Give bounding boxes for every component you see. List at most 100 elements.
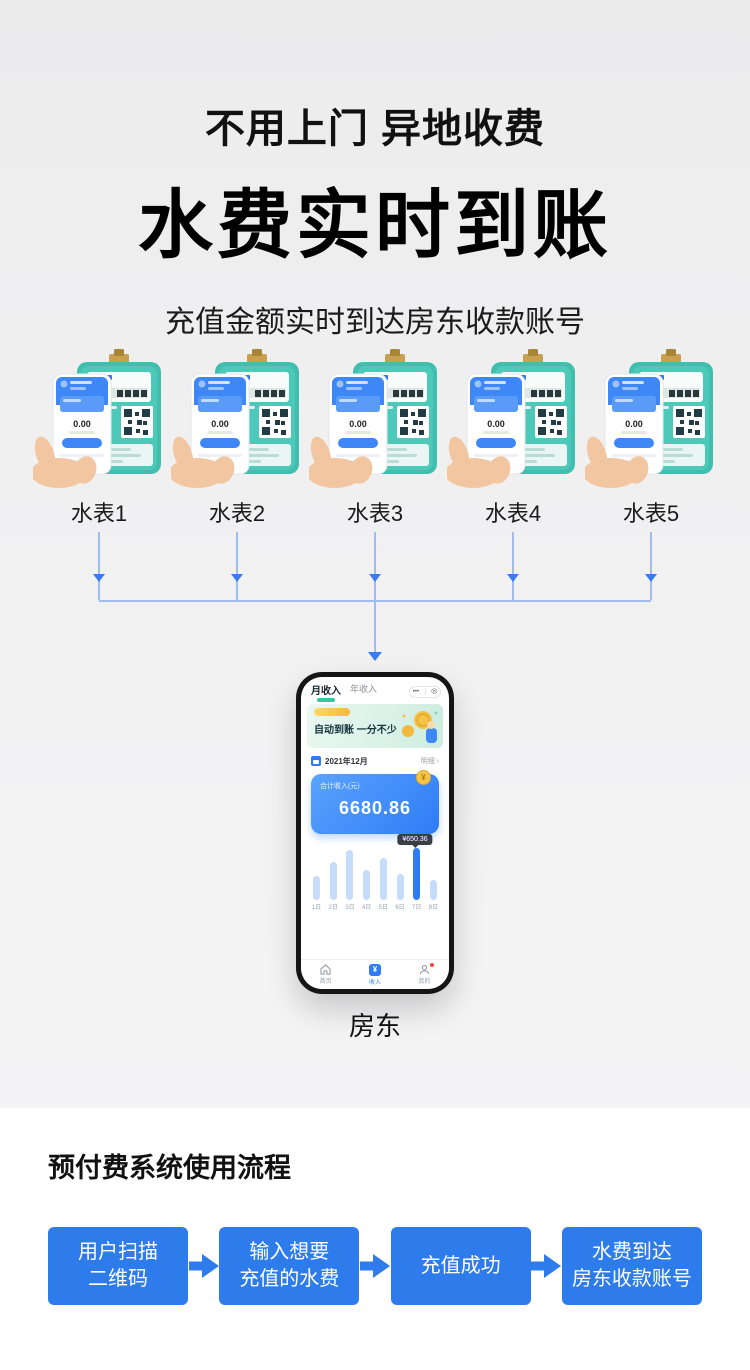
- chart-tooltip-value: ¥650.36: [402, 836, 428, 843]
- banner-badge: [314, 708, 350, 716]
- chart-x-label: 3日: [345, 905, 355, 911]
- meter-label: 水表1: [70, 501, 128, 526]
- water-meter-illustration: 0.00: [171, 349, 299, 488]
- down-arrow-icon: [93, 574, 105, 582]
- home-icon: [320, 964, 331, 975]
- meter-label: 水表2: [208, 501, 266, 526]
- chart-bar-7日: 7日: [411, 848, 422, 911]
- hand-illustration: [309, 436, 373, 488]
- chart-bar-6日: 6日: [395, 848, 406, 911]
- app-header: 月收入 年收入 ••• ◎: [301, 677, 449, 702]
- down-arrow-icon: [231, 574, 243, 582]
- meter-phone-illustration: 0.00: [190, 373, 250, 475]
- user-icon: [419, 965, 429, 975]
- nav-mine-label: 我的: [418, 979, 431, 985]
- flow-step-2: 输入想要 充值的水费: [219, 1227, 360, 1305]
- miniprogram-capsule[interactable]: ••• ◎: [409, 685, 441, 698]
- more-icon: •••: [412, 688, 420, 695]
- meter-phone-balance: 0.00: [487, 419, 505, 429]
- chevron-right-icon: ›: [436, 758, 439, 765]
- connector-center-line: [374, 602, 376, 660]
- flow-step-4: 水费到达 房东收款账号: [561, 1227, 702, 1305]
- meter-phone-balance: 0.00: [211, 419, 229, 429]
- down-arrow-icon: [368, 652, 382, 661]
- income-card-label: 合计收入(元): [320, 783, 360, 790]
- meter-item: 0.00 水表3: [306, 348, 444, 528]
- water-meter-illustration: 0.00: [309, 349, 437, 488]
- hand-illustration: [447, 436, 511, 488]
- chart-x-label: 4日: [361, 905, 372, 911]
- hero-subtitle-top: 不用上门 异地收费: [204, 107, 546, 151]
- flow-section: 预付费系统使用流程 用户扫描 二维码输入想要 充值的水费充值成功水费到达 房东收…: [0, 1108, 750, 1370]
- qr-code-icon: [262, 409, 288, 435]
- connector-line: [98, 532, 100, 600]
- selected-month[interactable]: 2021年12月: [325, 756, 368, 766]
- flow-step-3: 充值成功: [390, 1227, 531, 1305]
- meter-label: 水表5: [622, 501, 680, 526]
- chart-bar-1日: 1日: [311, 848, 322, 911]
- chart-x-label: 2日: [328, 905, 338, 911]
- meters-row: 0.00 水表1: [30, 348, 720, 528]
- meter-item: 0.00 水表5: [582, 348, 720, 528]
- income-amount: 6680.86: [338, 798, 412, 818]
- notification-dot: [430, 963, 435, 967]
- nav-mine[interactable]: 我的: [400, 960, 449, 989]
- connector-line: [650, 532, 652, 600]
- bottom-nav: 首页 ¥ 收入 我的: [301, 959, 449, 989]
- hand-illustration: [33, 436, 97, 488]
- qr-code-icon: [400, 409, 426, 435]
- connector-line: [512, 532, 514, 600]
- income-icon: ¥: [368, 963, 381, 976]
- meter-phone-illustration: 0.00: [466, 373, 526, 475]
- flow-title: 预付费系统使用流程: [48, 1153, 291, 1183]
- tab-month-income[interactable]: 月收入: [311, 682, 341, 702]
- date-row: 2021年12月 明细 ›: [311, 753, 439, 769]
- coins-illustration: [402, 711, 438, 743]
- income-bar-chart: ¥650.36 1日 2日 3日 4日 5日 6日 7日 8日: [301, 834, 449, 926]
- hero-subtitle-bottom: 充值金额实时到达房东收款账号: [165, 306, 585, 339]
- hand-illustration: [171, 436, 235, 488]
- chart-bar-5日: 5日: [378, 848, 389, 911]
- nav-income[interactable]: ¥ 收入: [350, 960, 399, 989]
- qr-code-icon: [124, 409, 150, 435]
- chart-bar-3日: 3日: [344, 848, 355, 911]
- tab-year-income[interactable]: 年收入: [350, 683, 378, 694]
- down-arrow-icon: [507, 574, 519, 582]
- meter-label: 水表4: [484, 501, 542, 526]
- chart-bar-4日: 4日: [361, 848, 372, 911]
- flow-arrow-icon: [188, 1254, 219, 1278]
- qr-code-icon: [676, 409, 702, 435]
- water-meter-illustration: 0.00: [447, 349, 575, 488]
- water-meter-illustration: 0.00: [585, 349, 713, 488]
- chart-bars: 1日 2日 3日 4日 5日 6日 7日 8日: [311, 848, 439, 911]
- meter-item: 0.00 水表1: [30, 348, 168, 528]
- chart-x-label: 8日: [428, 905, 439, 911]
- connector-diagram: [30, 528, 720, 673]
- connector-line: [374, 532, 376, 600]
- meter-label: 水表3: [346, 501, 404, 526]
- chart-x-label: 1日: [311, 905, 322, 911]
- nav-home[interactable]: 首页: [301, 960, 350, 989]
- detail-link-label: 明细: [420, 758, 435, 765]
- down-arrow-icon: [369, 574, 381, 582]
- meter-item: 0.00 水表4: [444, 348, 582, 528]
- connector-horizontal-line: [99, 600, 651, 602]
- water-meter-illustration: 0.00: [33, 349, 161, 488]
- meter-phone-illustration: 0.00: [52, 373, 112, 475]
- landlord-phone: 月收入 年收入 ••• ◎ 自动到账 一分不少: [296, 672, 454, 994]
- meter-phone-balance: 0.00: [73, 419, 91, 429]
- hero-section: 不用上门 异地收费 水费实时到账 充值金额实时到达房东收款账号: [0, 0, 750, 341]
- chart-x-label: 6日: [395, 905, 405, 911]
- landlord-caption: 房东: [348, 1011, 401, 1041]
- flow-arrow-icon: [531, 1254, 562, 1278]
- close-circle-icon: ◎: [431, 688, 438, 695]
- down-arrow-icon: [645, 574, 657, 582]
- chart-x-label: 5日: [378, 905, 388, 911]
- flow-arrow-icon: [359, 1254, 390, 1278]
- nav-home-label: 首页: [319, 979, 332, 985]
- chart-bar-2日: 2日: [328, 848, 339, 911]
- tab-month-label: 月收入: [311, 685, 341, 697]
- income-tabs: 月收入 年收入: [311, 682, 377, 702]
- detail-link[interactable]: 明细 ›: [421, 756, 439, 766]
- page-title: 水费实时到账: [137, 183, 612, 267]
